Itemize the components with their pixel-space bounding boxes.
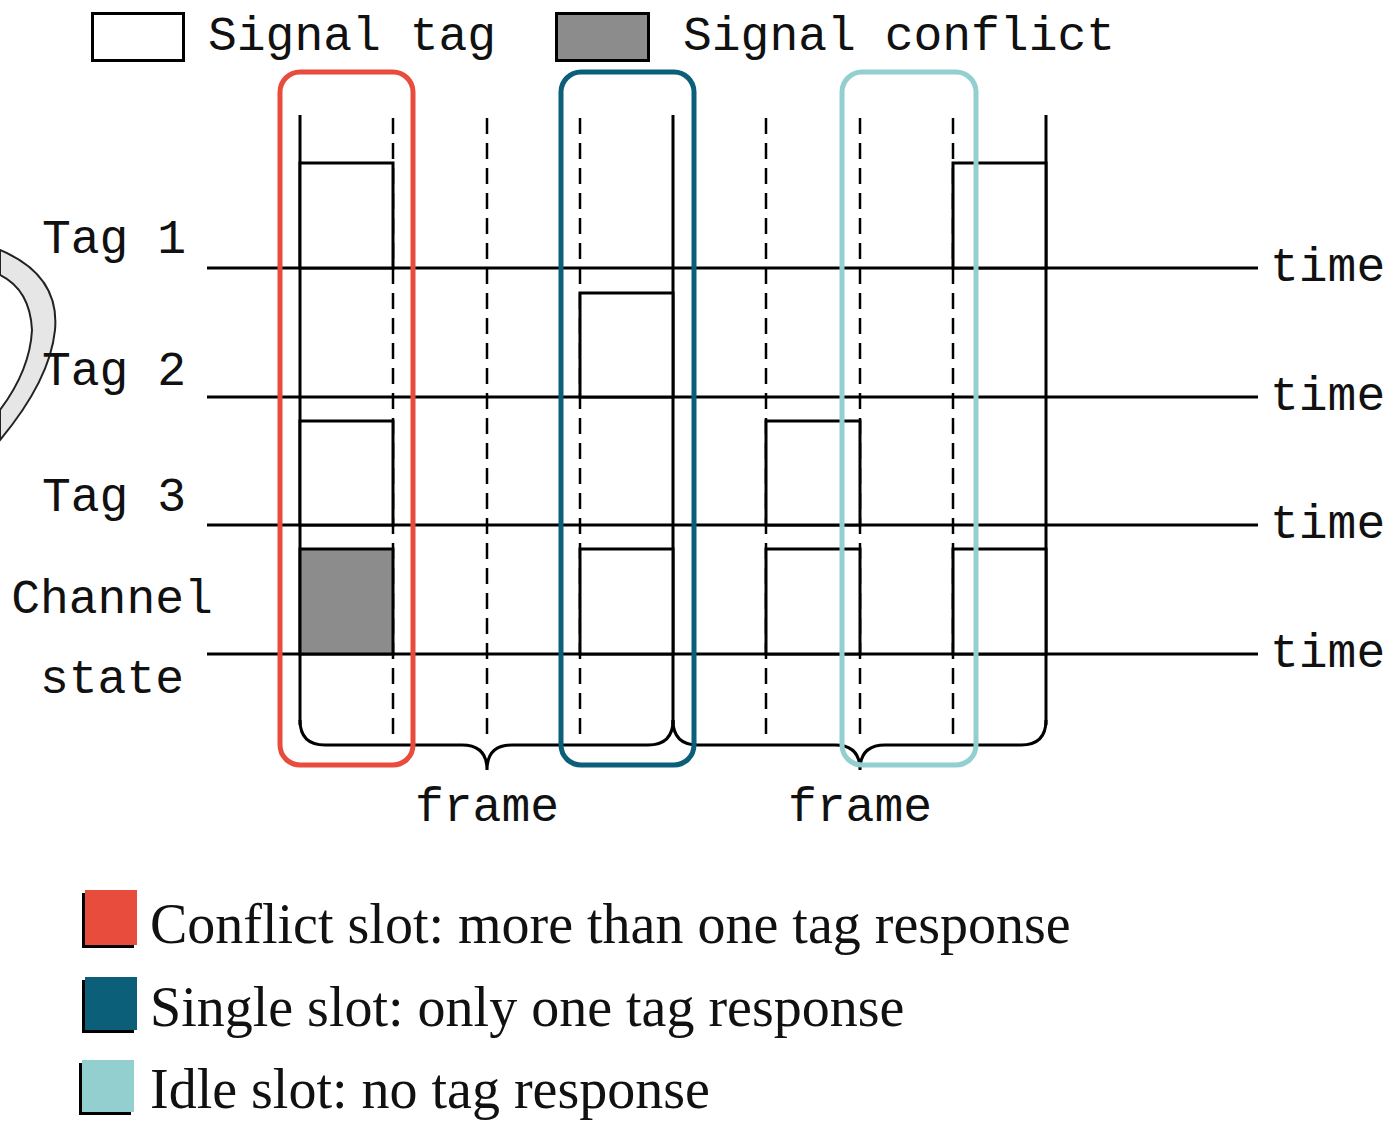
frame-label: frame: [788, 782, 932, 835]
legend-swatch: [555, 12, 650, 62]
legend-swatch: [91, 12, 185, 62]
legend-text: Conflict slot: more than one tag respons…: [150, 894, 1071, 956]
row-label: Tag 1: [42, 214, 186, 267]
row-label: Tag 3: [42, 472, 186, 525]
time-axes: [207, 268, 1258, 654]
row-label: Tag 2: [42, 346, 186, 399]
slot-highlights: [280, 72, 976, 765]
frame-label: frame: [415, 782, 559, 835]
axis-label: time: [1270, 628, 1385, 681]
legend-swatch: [82, 1060, 134, 1112]
axis-label: time: [1270, 371, 1385, 424]
legend-text: Idle slot: no tag response: [150, 1059, 710, 1121]
legend-swatch: [85, 977, 137, 1030]
axis-label: time: [1270, 242, 1385, 295]
legend-swatch: [85, 890, 137, 945]
legend-text: Single slot: only one tag response: [150, 977, 904, 1039]
legend-text: Signal conflict: [683, 11, 1115, 64]
legend-text: Signal tag: [208, 11, 496, 64]
slot-dividers: [393, 118, 953, 740]
row-label: Channel state: [7, 560, 217, 720]
axis-label: time: [1270, 499, 1385, 552]
